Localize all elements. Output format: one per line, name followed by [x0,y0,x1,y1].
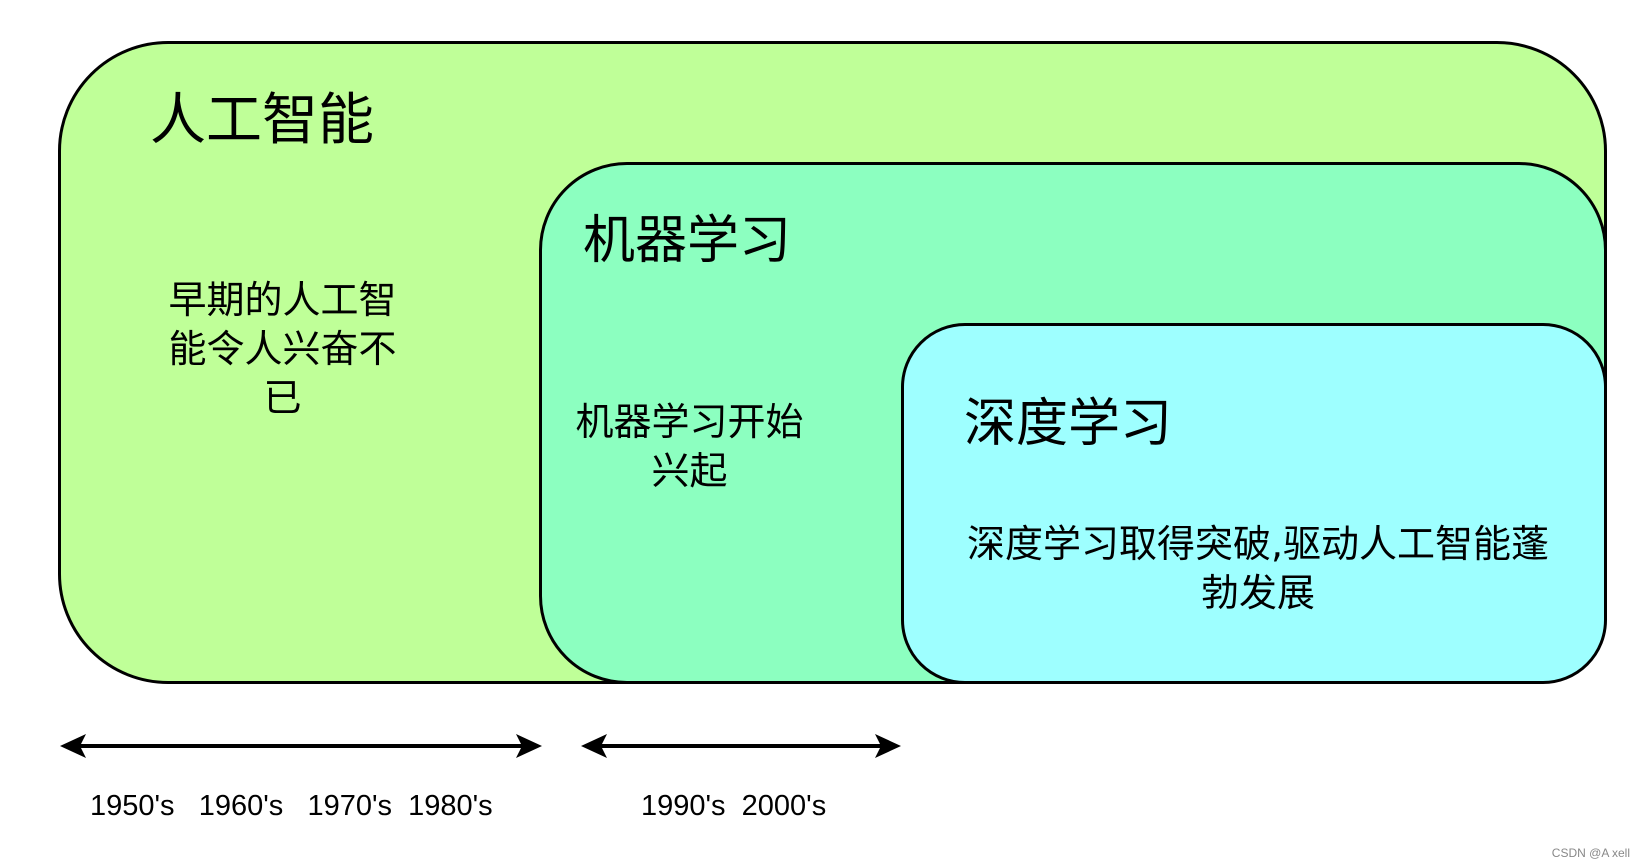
ai-description: 早期的人工智 能令人兴奋不 已 [150,276,415,423]
era-2-label: 1990's 2000's [641,790,827,822]
dl-title: 深度学习 [964,394,1173,454]
ml-desc-line: 兴起 [651,449,728,493]
dl-description: 深度学习取得突破,驱动人工智能蓬 勃发展 [938,520,1578,618]
ai-title: 人工智能 [150,88,374,153]
ai-desc-line: 能令人兴奋不 [168,327,397,371]
ml-desc-line: 机器学习开始 [575,400,804,444]
ml-description: 机器学习开始 兴起 [562,398,817,496]
dl-desc-line: 勃发展 [1200,571,1315,615]
ai-desc-line: 早期的人工智 [168,278,397,322]
era-1-arrow [60,734,542,758]
ml-title: 机器学习 [583,211,792,271]
era-1-label: 1950's 1960's 1970's 1980's [90,790,493,822]
dl-desc-line: 深度学习取得突破,驱动人工智能蓬 [966,522,1550,566]
watermark: CSDN @A xell [1551,846,1630,860]
ai-desc-line: 已 [263,376,302,420]
dl-box [901,323,1607,684]
era-2-arrow [581,734,901,758]
